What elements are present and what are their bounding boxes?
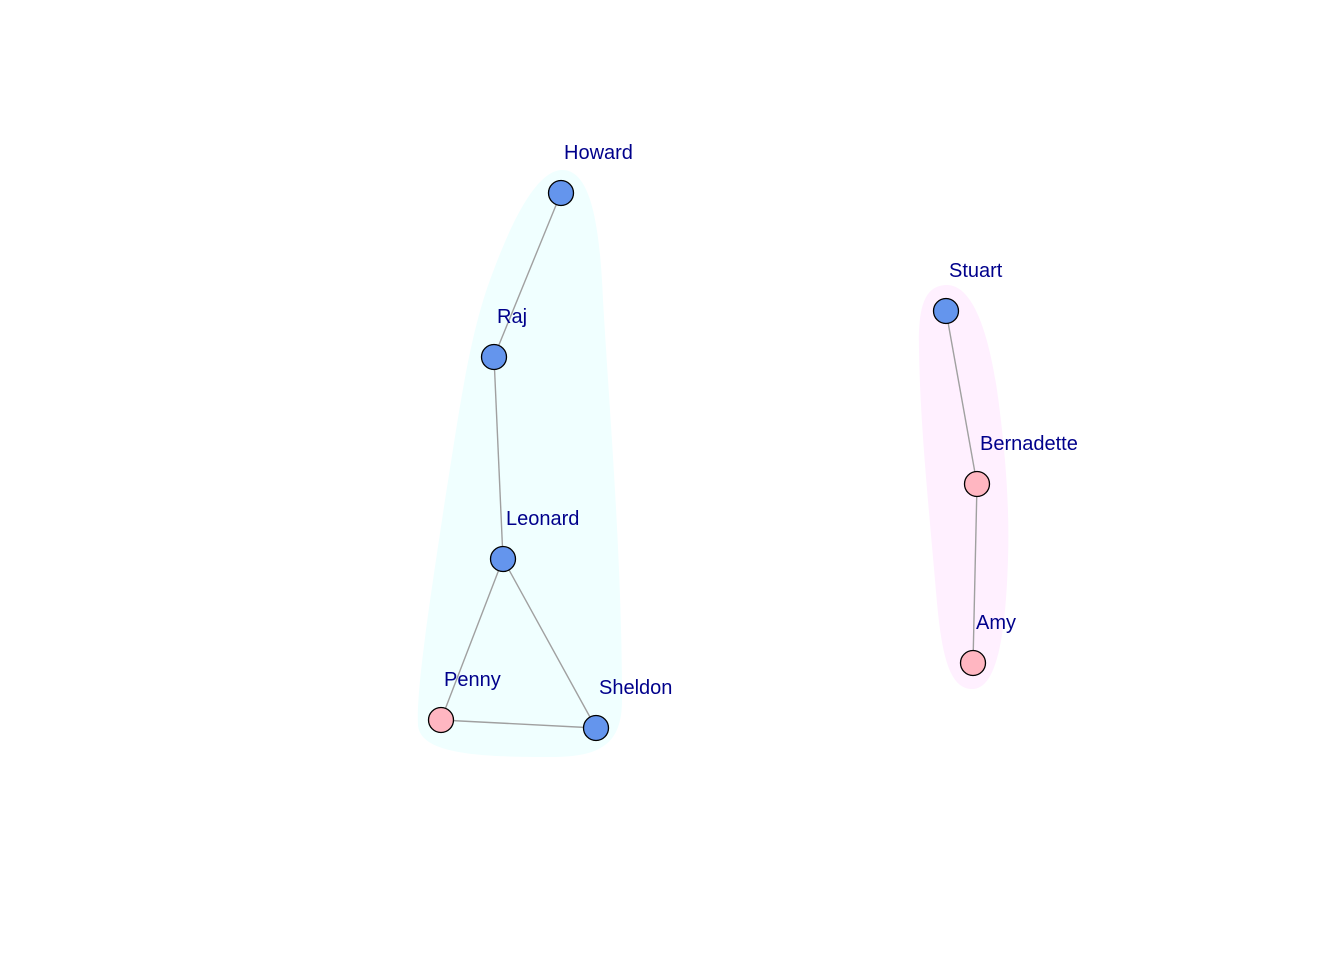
node-label-amy: Amy — [976, 612, 1016, 634]
graph-nodes — [427, 179, 991, 742]
edge-stuart-bernadette — [945, 310, 978, 485]
edge-howard-raj — [493, 192, 562, 358]
edge-leonard-penny — [440, 558, 504, 721]
edge-leonard-sheldon — [502, 558, 597, 729]
group-hulls — [417, 169, 1009, 758]
node-stuart[interactable] — [932, 297, 960, 325]
graph-edges — [440, 192, 978, 729]
edge-raj-leonard — [493, 356, 504, 560]
node-label-howard: Howard — [564, 142, 633, 164]
node-howard[interactable] — [547, 179, 575, 207]
node-label-stuart: Stuart — [949, 260, 1003, 282]
node-label-penny: Penny — [444, 669, 501, 691]
node-leonard[interactable] — [489, 545, 517, 573]
edge-penny-sheldon — [440, 719, 597, 729]
node-bernadette[interactable] — [963, 470, 991, 498]
node-amy[interactable] — [959, 649, 987, 677]
node-sheldon[interactable] — [582, 714, 610, 742]
node-penny[interactable] — [427, 706, 455, 734]
edge-bernadette-amy — [972, 483, 978, 664]
node-label-leonard: Leonard — [506, 508, 579, 530]
group-hull-2 — [918, 284, 1009, 690]
node-label-bernadette: Bernadette — [980, 433, 1078, 455]
group-hull-1 — [417, 169, 622, 758]
node-raj[interactable] — [480, 343, 508, 371]
node-label-raj: Raj — [497, 306, 527, 328]
node-label-sheldon: Sheldon — [599, 677, 672, 699]
